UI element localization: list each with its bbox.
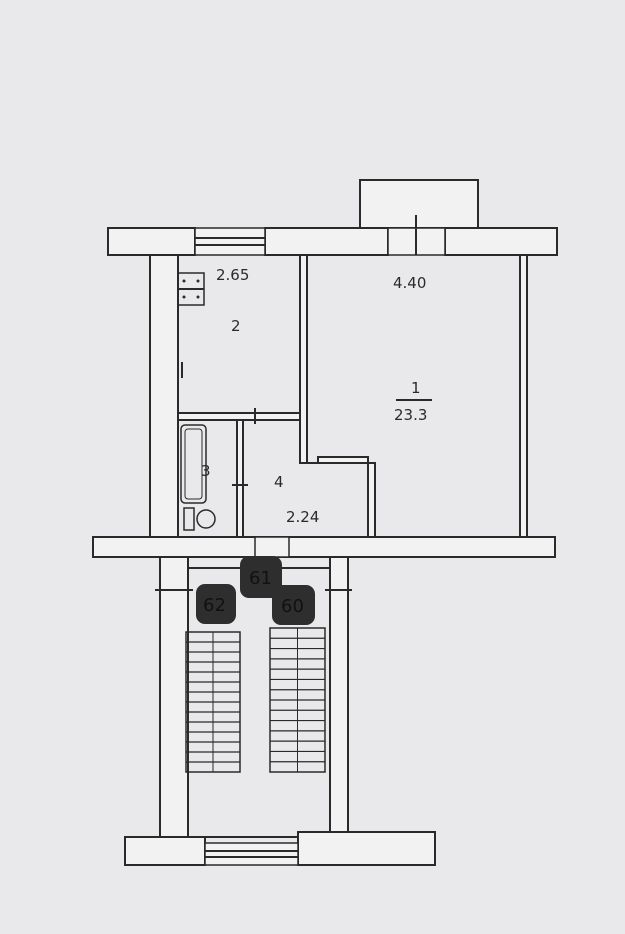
partition-3-4 <box>236 419 244 538</box>
middle-wall <box>92 536 556 558</box>
bottom-wall-left <box>124 836 206 866</box>
balcony <box>359 179 479 229</box>
bathtub-icon <box>180 424 207 504</box>
marker-60-label: 60 <box>281 596 304 617</box>
top-wall-right <box>444 227 558 256</box>
marker-62-label: 62 <box>203 595 226 616</box>
window-bottom <box>204 842 299 866</box>
left-wall <box>149 254 179 540</box>
top-wall-left <box>107 227 196 256</box>
toilet-icon <box>183 507 216 531</box>
apartment-marker-62 <box>196 584 236 624</box>
room-1-width: 4.40 <box>393 274 426 292</box>
window-top <box>194 227 266 256</box>
partition-2-3 <box>177 412 301 421</box>
marker-61-label: 61 <box>249 568 272 589</box>
apartment-marker-60 <box>272 585 315 625</box>
room-4-number: 4 <box>274 473 284 491</box>
room-4-area: 2.24 <box>286 508 319 526</box>
bottom-wall-right <box>297 831 436 866</box>
stair-left-wall <box>159 556 189 838</box>
room-1-number: 1 <box>411 379 421 397</box>
entry-door <box>254 536 290 558</box>
stairs-left <box>185 631 241 773</box>
partition-2-1 <box>299 254 308 464</box>
partition-4-1 <box>367 462 376 538</box>
stove-icon <box>177 272 205 306</box>
apartment-marker-61 <box>240 556 282 598</box>
room-1-area: 23.3 <box>394 406 427 424</box>
stair-right-wall <box>329 556 349 838</box>
top-wall-mid <box>264 227 389 256</box>
stairs-right <box>269 627 326 773</box>
room-2-number: 2 <box>231 317 241 335</box>
room-3-number: 3 <box>201 462 211 480</box>
right-wall <box>519 254 528 538</box>
balcony-door <box>387 215 446 256</box>
room-2-width: 2.65 <box>216 266 249 284</box>
door-4-1 <box>317 456 369 464</box>
